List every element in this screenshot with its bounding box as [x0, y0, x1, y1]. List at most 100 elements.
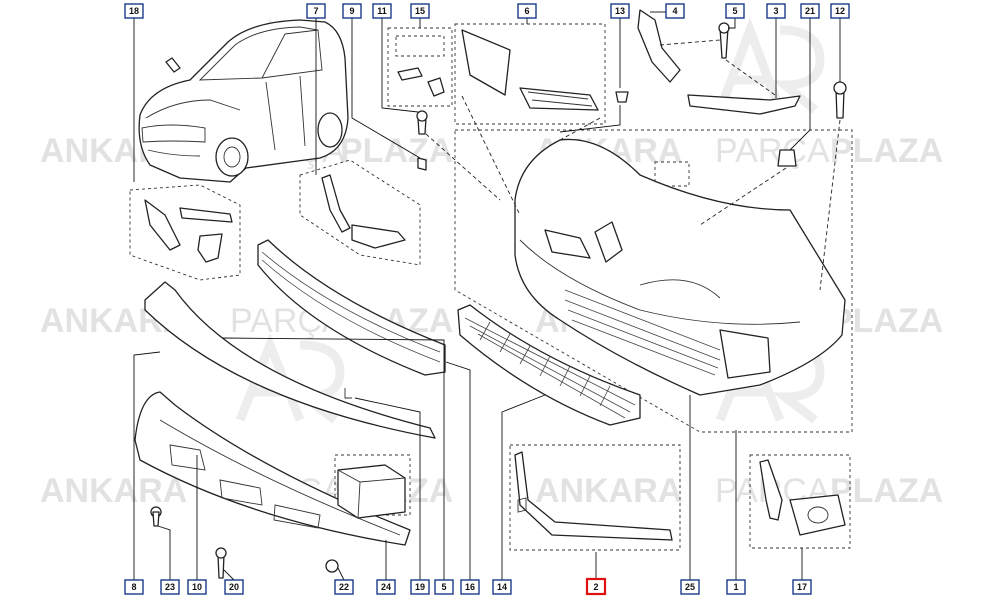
part-19-box: [337, 464, 406, 519]
callout-20[interactable]: 20: [224, 579, 244, 595]
part-2-strip: [514, 451, 673, 541]
leader-20: [223, 569, 235, 581]
leader-5-bottom: [221, 337, 445, 580]
part-13-clip: [615, 91, 629, 103]
part-10-recess-3: [273, 504, 321, 529]
callout-3[interactable]: 3: [766, 3, 786, 19]
car-front-grille: [141, 124, 206, 143]
svg-text:13: 13: [615, 6, 625, 16]
callout-11[interactable]: 11: [372, 3, 392, 19]
group-frame-17: [749, 454, 851, 549]
callout-5-top[interactable]: 5: [725, 3, 745, 19]
part-20-bolt-head: [215, 547, 227, 559]
assembly-paths: [425, 39, 841, 291]
part-12-bolt-head: [833, 81, 847, 95]
svg-text:1: 1: [733, 582, 738, 592]
path-11: [425, 133, 501, 201]
callout-16[interactable]: 16: [460, 579, 480, 595]
part-16-grille-frame: [257, 239, 446, 376]
part-21-rivet: [777, 149, 797, 167]
leader-8: [133, 351, 161, 580]
callout-21[interactable]: 21: [800, 3, 820, 19]
callout-24[interactable]: 24: [376, 579, 396, 595]
part-18-brackets: [144, 199, 233, 263]
callout-10[interactable]: 10: [187, 579, 207, 595]
leader-22: [337, 567, 345, 581]
watermark-text-c: PLAZA: [830, 472, 943, 510]
callout-19[interactable]: 19: [410, 579, 430, 595]
group-frame-2: [509, 444, 681, 551]
group-frame-18: [129, 184, 241, 281]
part-1-logo-emblem: [594, 221, 623, 263]
callout-14[interactable]: 14: [492, 579, 512, 595]
leader-14: [501, 394, 546, 580]
svg-text:3: 3: [773, 6, 778, 16]
callout-22[interactable]: 22: [334, 579, 354, 595]
svg-text:6: 6: [524, 6, 529, 16]
path-6: [461, 95, 521, 216]
path-13: [559, 117, 601, 141]
svg-text:21: 21: [805, 6, 815, 16]
callout-17[interactable]: 17: [792, 579, 812, 595]
part-2-clip: [517, 497, 527, 513]
car-front-wheel: [215, 137, 249, 177]
watermark-text-c: PLAZA: [830, 302, 943, 340]
part-14-grille-frame: [457, 304, 641, 426]
svg-text:22: 22: [339, 582, 349, 592]
svg-text:7: 7: [313, 6, 318, 16]
leader-21: [789, 18, 811, 151]
svg-text:19: 19: [415, 582, 425, 592]
svg-text:4: 4: [672, 6, 677, 16]
part-5-screw-head: [718, 22, 730, 34]
leader-lines: [133, 11, 841, 581]
group-frame-7: [299, 159, 421, 266]
part-1-bumper: [514, 138, 846, 396]
callout-1[interactable]: 1: [726, 579, 746, 595]
callout-23[interactable]: 23: [160, 579, 180, 595]
part-9-clip: [417, 157, 427, 171]
group-frame-bumper: [454, 129, 853, 433]
part-6-cover-upper: [461, 29, 511, 96]
path-4: [659, 39, 721, 46]
svg-text:5: 5: [732, 6, 737, 16]
callout-8[interactable]: 8: [124, 579, 144, 595]
callout-15[interactable]: 15: [410, 3, 430, 19]
callout-18[interactable]: 18: [124, 3, 144, 19]
leader-16: [445, 361, 471, 580]
part-1-bumper-crease: [519, 239, 801, 325]
leader-23: [157, 525, 171, 580]
callout-4[interactable]: 4: [665, 3, 685, 19]
callout-25[interactable]: 25: [680, 579, 700, 595]
part-8-strip: [144, 281, 436, 439]
callout-2-highlighted[interactable]: 2: [585, 577, 607, 596]
leader-9: [351, 18, 421, 159]
path-21: [699, 167, 787, 226]
callout-12[interactable]: 12: [830, 3, 850, 19]
part-23-screw: [152, 511, 160, 527]
part-6-fog-covers: [461, 29, 599, 111]
part-18-bracket-bottom: [197, 233, 223, 263]
group-frame-label: [654, 161, 690, 187]
group-frame-6: [454, 23, 606, 125]
callout-13[interactable]: 13: [610, 3, 630, 19]
group-frame-19: [334, 454, 411, 516]
svg-text:20: 20: [229, 582, 239, 592]
part-19-clip-icon: [344, 388, 352, 399]
callout-9[interactable]: 9: [342, 3, 362, 19]
part-16-grille-slats: [261, 251, 441, 363]
watermark-text-a: ANKARA: [40, 472, 187, 510]
part-15-clip-left: [397, 67, 423, 81]
part-14-mesh-grille: [457, 304, 641, 426]
part-2-trim-strip: [514, 451, 673, 541]
callout-7[interactable]: 7: [306, 3, 326, 19]
part-1-bumper-shell: [514, 138, 846, 396]
callout-6[interactable]: 6: [517, 3, 537, 19]
car-pillar: [261, 29, 319, 79]
svg-text:23: 23: [165, 582, 175, 592]
callout-5-bottom[interactable]: 5: [434, 579, 454, 595]
part-4-bracket: [637, 9, 681, 83]
car-front-hub: [223, 146, 241, 168]
part-10-recess-1: [169, 444, 206, 471]
part-16-upper-grille: [257, 239, 446, 376]
watermark-text-a: ANKARA: [535, 472, 682, 510]
